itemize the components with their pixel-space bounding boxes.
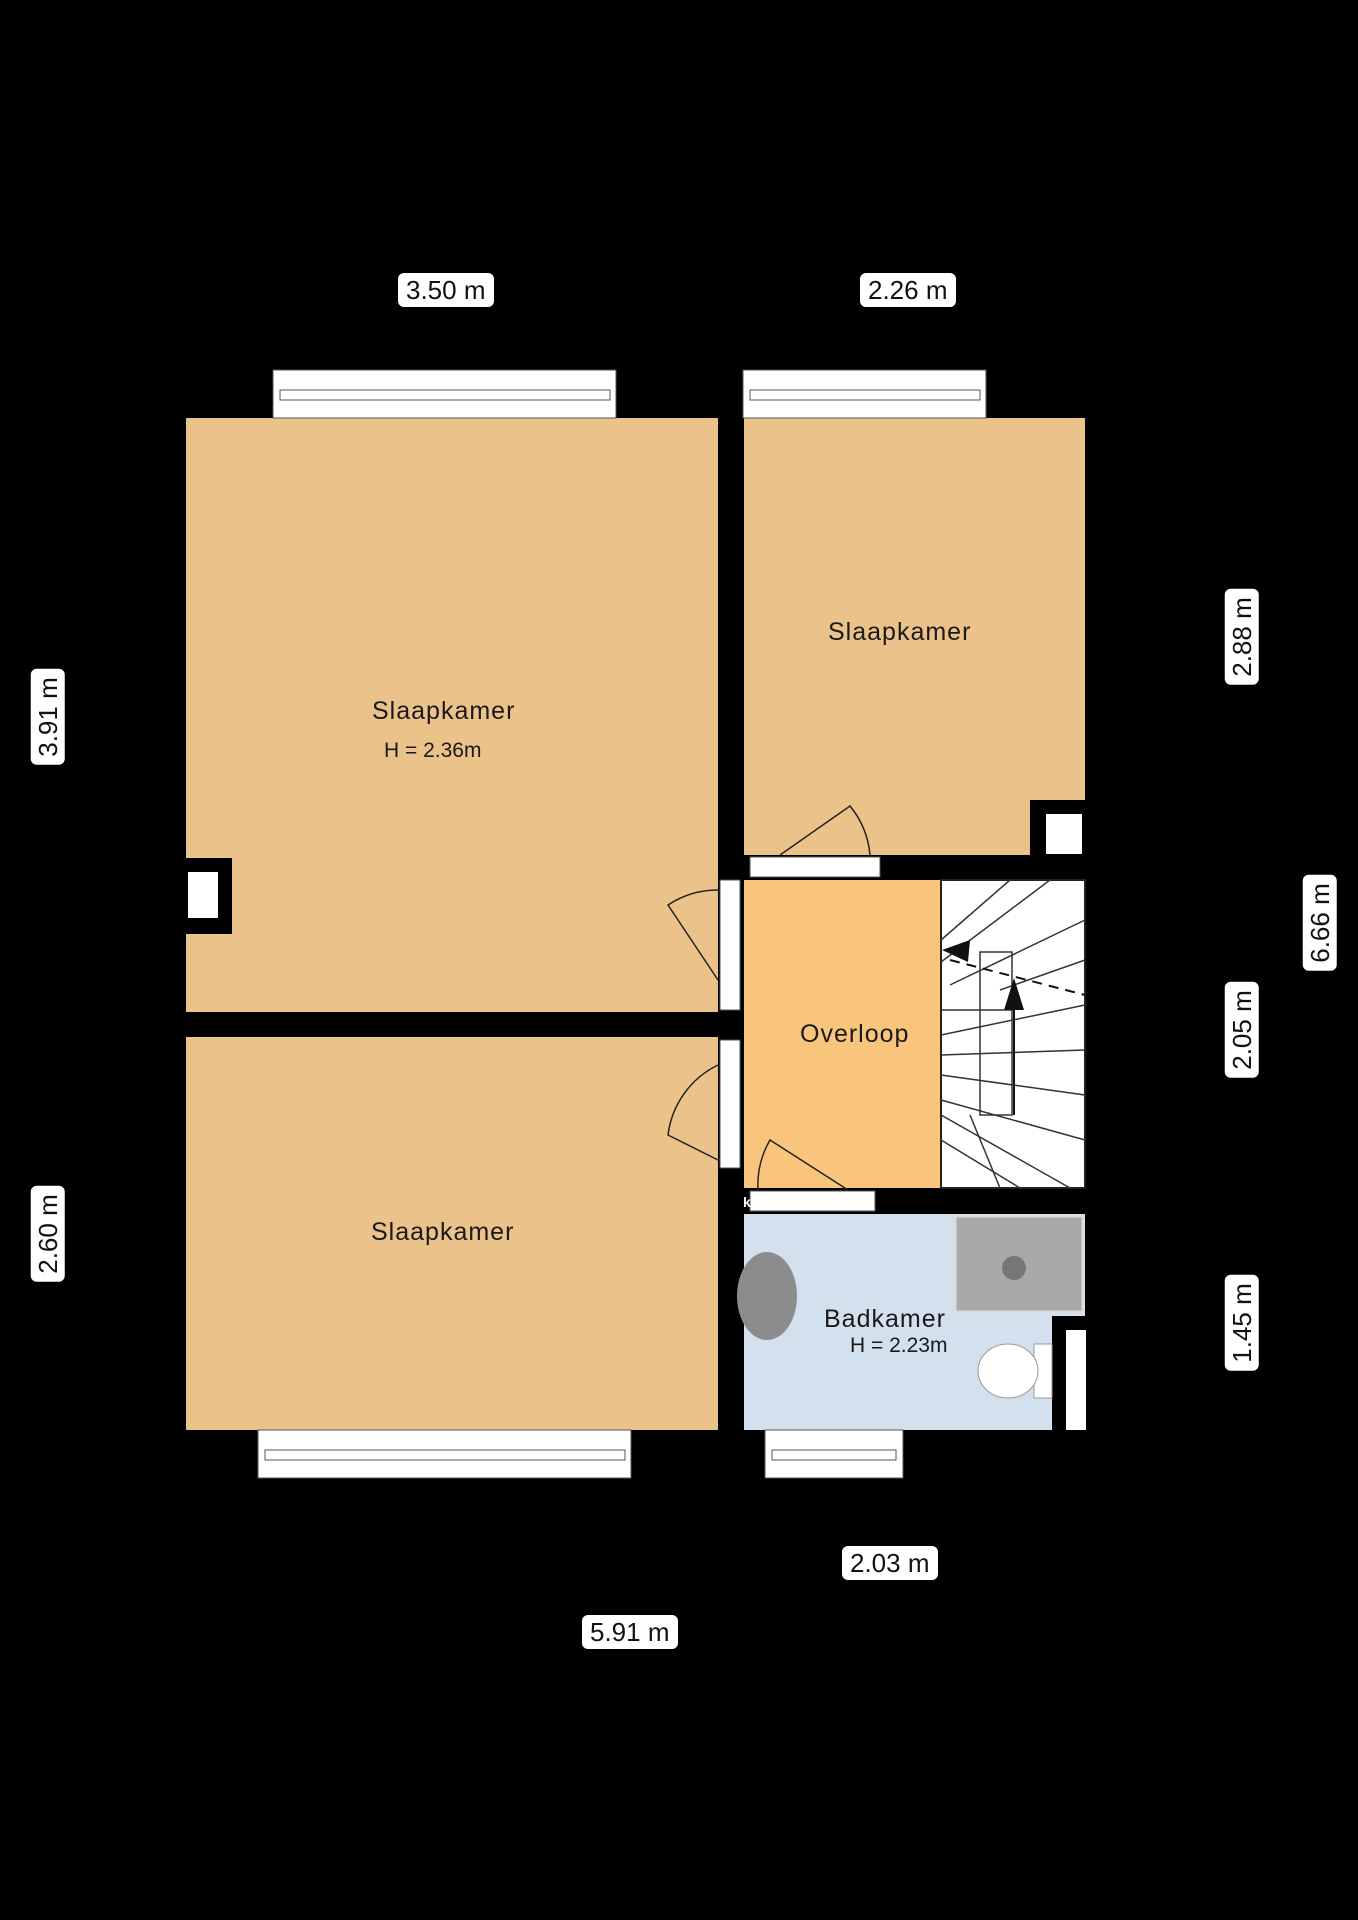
window-bed-upper (719, 879, 741, 1011)
dimension-bottom-right: 2.03 m (842, 1546, 938, 1580)
room-bedroom-bottom (186, 1037, 718, 1430)
window-bed-lower (719, 1039, 741, 1169)
stair-arrow-left-icon (942, 940, 970, 962)
staircase (940, 879, 1086, 1189)
window-landing-top (749, 856, 881, 878)
toilet-bowl-icon (977, 1343, 1039, 1399)
room-label-landing: Overloop (800, 1020, 910, 1048)
niche-right (1046, 814, 1082, 854)
niche-left (188, 872, 218, 918)
dimension-right-upper: 2.88 m (1224, 589, 1259, 685)
dimension-left-upper: 3.91 m (30, 669, 65, 765)
room-bedroom-small (744, 418, 1085, 855)
window-bottom-right (764, 1429, 904, 1479)
room-bedroom-large (186, 418, 718, 1012)
dimension-top-left: 3.50 m (398, 273, 494, 307)
windows (257, 369, 987, 1479)
bath-niche (1066, 1330, 1086, 1430)
doors (666, 804, 871, 1191)
room-height-bathroom: H = 2.23m (850, 1334, 948, 1357)
room-label-bedroom-small: Slaapkamer (828, 618, 972, 646)
window-top-right (742, 369, 987, 419)
window-top-left (272, 369, 617, 419)
window-bottom-left (257, 1429, 632, 1479)
room-label-bathroom: Badkamer (824, 1305, 946, 1333)
dimension-top-right: 2.26 m (860, 273, 956, 307)
window-landing-bottom (749, 1190, 876, 1212)
shower (953, 1214, 1085, 1314)
door-bedroom-large (666, 889, 719, 981)
dimension-right-lower: 1.45 m (1224, 1275, 1259, 1371)
room-label-bedroom-large: Slaapkamer (372, 697, 516, 725)
small-mark: kt (743, 1194, 756, 1210)
room-label-bedroom-bottom: Slaapkamer (371, 1218, 515, 1246)
room-landing (744, 880, 941, 1188)
stair-arrow-up-icon (1004, 978, 1024, 1010)
dimension-bottom-total: 5.91 m (582, 1615, 678, 1649)
dimension-right-total: 6.66 m (1302, 875, 1337, 971)
dimension-left-lower: 2.60 m (30, 1186, 65, 1282)
door-bedroom-bottom (667, 1064, 719, 1161)
washbasin-icon (737, 1252, 797, 1340)
door-bathroom (757, 1138, 849, 1191)
door-bedroom-small (779, 804, 871, 856)
dimension-right-middle: 2.05 m (1224, 982, 1259, 1078)
room-height-bedroom-large: H = 2.36m (384, 739, 482, 762)
shower-drain-icon (1002, 1256, 1026, 1280)
